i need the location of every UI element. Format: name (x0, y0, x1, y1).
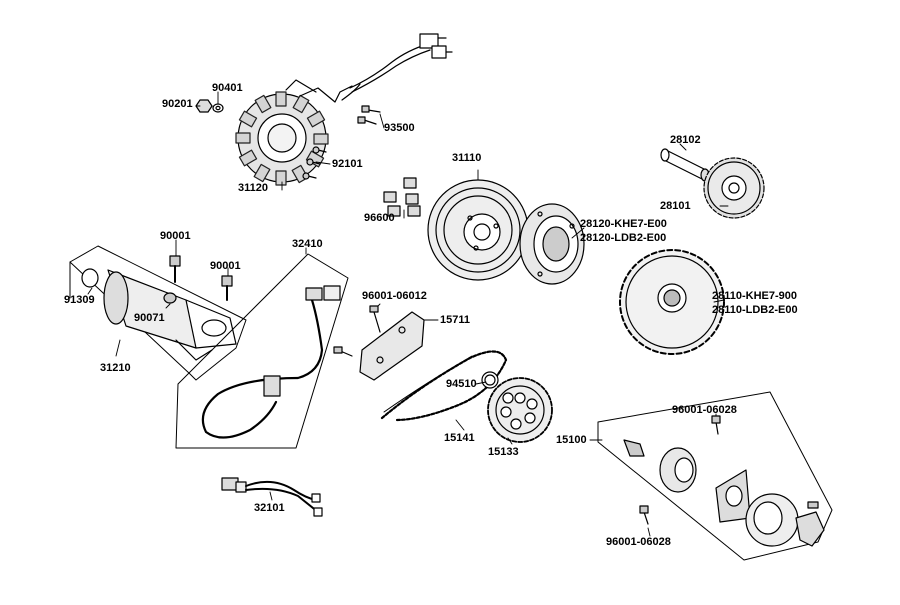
label-28102: 28102 (670, 134, 701, 146)
label-90201: 90201 (162, 98, 193, 110)
bolt-96001-06012 (333, 305, 381, 357)
label-94510: 94510 (446, 378, 477, 390)
label-28110-ldb2: 28110-LDB2-E00 (712, 304, 798, 316)
stator-31120 (235, 33, 453, 186)
label-31120: 31120 (238, 182, 268, 194)
gear-28101 (703, 157, 765, 219)
label-96600: 96600 (364, 212, 395, 224)
label-31210: 31210 (100, 362, 131, 374)
chain-15141 (380, 350, 508, 422)
sprocket-15133 (487, 377, 553, 443)
label-28101: 28101 (660, 200, 691, 212)
sub-harness-32101 (221, 477, 323, 517)
label-90001-a: 90001 (160, 230, 191, 242)
label-15711: 15711 (440, 314, 470, 326)
driven-gear-28110 (619, 249, 725, 355)
starter-motor-box (69, 245, 247, 381)
label-91309: 91309 (64, 294, 95, 306)
starter-cable-box (175, 253, 349, 449)
screws-92101 (302, 146, 327, 180)
bolts-96600 (383, 177, 421, 217)
shaft-28102 (660, 148, 710, 182)
label-90401: 90401 (212, 82, 243, 94)
label-28120-khe7: 28120-KHE7-E00 (580, 218, 667, 230)
ring-94510 (481, 371, 499, 389)
starter-cable-32410 (201, 285, 341, 439)
o-ring-91309 (81, 268, 99, 288)
screw-96001-06028 (639, 415, 721, 525)
starter-motor-31210 (103, 269, 237, 361)
leader-lines (87, 91, 729, 537)
oil-pump-box (597, 391, 833, 561)
label-32101: 32101 (254, 502, 285, 514)
bolts-93500 (357, 105, 381, 125)
label-96001-06012: 96001-06012 (362, 290, 427, 302)
washer-90401 (212, 103, 224, 113)
label-32410: 32410 (292, 238, 323, 250)
label-28120-ldb2: 28120-LDB2-E00 (580, 232, 667, 244)
label-96001-06028-top: 96001-06028 (672, 404, 737, 416)
bolt-90071 (163, 292, 177, 304)
label-90071: 90071 (134, 312, 165, 324)
cover-15711 (359, 311, 425, 381)
flywheel-31110 (427, 179, 529, 281)
oil-pump-15100 (623, 439, 825, 547)
label-28110-khe7: 28110-KHE7-900 (712, 290, 798, 302)
label-15141: 15141 (444, 432, 475, 444)
label-90001-b: 90001 (210, 260, 241, 272)
label-31110: 31110 (452, 152, 482, 164)
bolts-90001 (169, 255, 233, 301)
label-96001-06028-bottom: 96001-06028 (606, 536, 671, 548)
label-15100: 15100 (556, 434, 587, 446)
label-15133: 15133 (488, 446, 519, 458)
starter-clutch-28120 (519, 203, 585, 285)
label-92101: 92101 (332, 158, 363, 170)
label-93500: 93500 (384, 122, 415, 134)
